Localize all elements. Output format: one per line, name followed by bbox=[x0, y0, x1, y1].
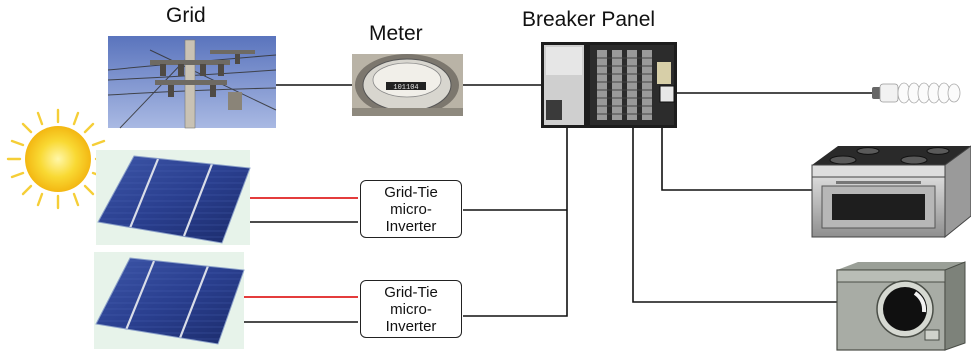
stove-icon bbox=[811, 145, 971, 239]
inverter-1-line3: Inverter bbox=[385, 217, 437, 235]
solar-panel-2 bbox=[94, 252, 245, 349]
light-bulb-icon bbox=[872, 82, 961, 104]
sun-icon bbox=[6, 108, 110, 210]
meter-label: Meter bbox=[369, 22, 423, 45]
meter-readout: 101104 bbox=[393, 84, 418, 92]
wire-panel-to-stove bbox=[661, 120, 812, 191]
red-wires bbox=[240, 197, 358, 298]
solar-panel-1 bbox=[96, 150, 251, 245]
grid-photo bbox=[107, 36, 277, 129]
breaker-panel-label: Breaker Panel bbox=[522, 8, 656, 31]
inverter-1-line2: micro- bbox=[390, 200, 432, 218]
grid-label: Grid bbox=[166, 4, 206, 27]
micro-inverter-1: Grid-Tie micro- Inverter bbox=[360, 180, 462, 238]
inverter-2-line3: Inverter bbox=[385, 317, 437, 335]
meter-photo: 101104 bbox=[352, 54, 463, 116]
breaker-panel-photo bbox=[541, 42, 677, 128]
micro-inverter-2: Grid-Tie micro- Inverter bbox=[360, 280, 462, 338]
wiring bbox=[220, 84, 872, 323]
inverter-2-line1: Grid-Tie bbox=[384, 283, 438, 301]
inverter-2-line2: micro- bbox=[390, 300, 432, 318]
washing-machine-icon bbox=[836, 261, 966, 351]
wire-panel-to-washer bbox=[632, 128, 837, 303]
wire-panel-to-inverters bbox=[463, 128, 568, 317]
inverter-1-line1: Grid-Tie bbox=[384, 183, 438, 201]
